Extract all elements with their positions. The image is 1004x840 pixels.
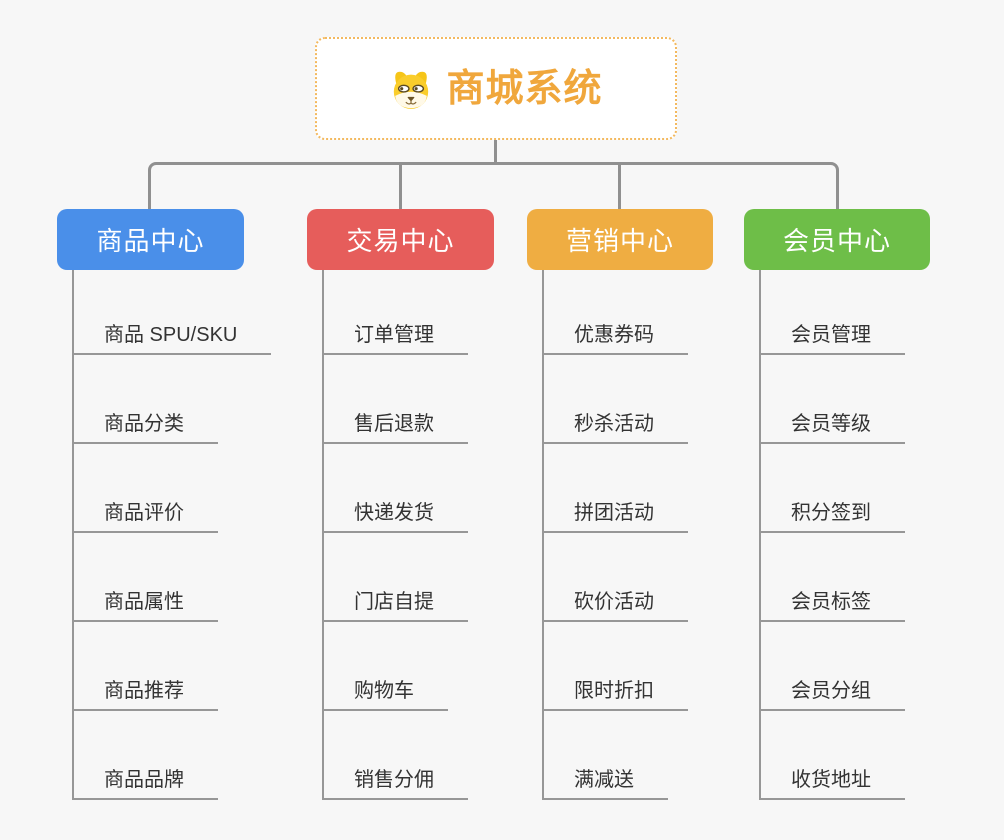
- root-node-label: 商城系统: [446, 67, 603, 110]
- leaf-item[interactable]: 会员标签: [759, 533, 905, 622]
- connector-root-stub: [494, 140, 497, 165]
- root-node[interactable]: 商城系统: [315, 37, 677, 140]
- connector-bracket: [148, 162, 839, 210]
- leaf-column-marketing: 优惠券码 秒杀活动 拼团活动 砍价活动 限时折扣 满减送: [542, 266, 688, 800]
- branch-node-label: 交易中心: [346, 226, 455, 256]
- leaf-column-trade: 订单管理 售后退款 快递发货 门店自提 购物车 销售分佣: [322, 266, 468, 800]
- branch-node-member[interactable]: 会员中心: [744, 209, 930, 270]
- leaf-column-member: 会员管理 会员等级 积分签到 会员标签 会员分组 收货地址: [759, 266, 905, 800]
- connector-trunk-marketing: [542, 270, 544, 800]
- leaf-item[interactable]: 收货地址: [759, 711, 905, 800]
- leaf-item[interactable]: 积分签到: [759, 444, 905, 533]
- leaf-column-product: 商品 SPU/SKU 商品分类 商品评价 商品属性 商品推荐 商品品牌: [72, 266, 272, 800]
- leaf-item[interactable]: 限时折扣: [542, 622, 688, 711]
- branch-node-product[interactable]: 商品中心: [57, 209, 244, 270]
- connector-drop-trade: [399, 165, 402, 210]
- dog-face-icon: [389, 67, 433, 111]
- leaf-item[interactable]: 会员等级: [759, 355, 905, 444]
- leaf-item[interactable]: 砍价活动: [542, 533, 688, 622]
- branch-node-label: 商品中心: [96, 226, 205, 256]
- leaf-item[interactable]: 商品 SPU/SKU: [72, 266, 272, 355]
- leaf-item[interactable]: 门店自提: [322, 533, 468, 622]
- connector-drop-marketing: [618, 165, 621, 210]
- leaf-item[interactable]: 拼团活动: [542, 444, 688, 533]
- leaf-item[interactable]: 快递发货: [322, 444, 468, 533]
- leaf-item[interactable]: 售后退款: [322, 355, 468, 444]
- leaf-item[interactable]: 优惠券码: [542, 266, 688, 355]
- branch-node-label: 营销中心: [565, 226, 674, 256]
- connector-trunk-trade: [322, 270, 324, 800]
- leaf-item[interactable]: 会员分组: [759, 622, 905, 711]
- leaf-item[interactable]: 订单管理: [322, 266, 468, 355]
- leaf-item[interactable]: 商品属性: [72, 533, 218, 622]
- leaf-item[interactable]: 秒杀活动: [542, 355, 688, 444]
- leaf-item[interactable]: 销售分佣: [322, 711, 468, 800]
- leaf-item[interactable]: 商品品牌: [72, 711, 218, 800]
- leaf-item[interactable]: 满减送: [542, 711, 668, 800]
- branch-node-trade[interactable]: 交易中心: [307, 209, 494, 270]
- connector-trunk-product: [72, 270, 74, 800]
- leaf-item[interactable]: 商品分类: [72, 355, 218, 444]
- leaf-item[interactable]: 商品推荐: [72, 622, 218, 711]
- connector-trunk-member: [759, 270, 761, 800]
- leaf-item[interactable]: 商品评价: [72, 444, 218, 533]
- leaf-item[interactable]: 会员管理: [759, 266, 905, 355]
- branch-node-label: 会员中心: [782, 226, 891, 256]
- leaf-item[interactable]: 购物车: [322, 622, 448, 711]
- branch-node-marketing[interactable]: 营销中心: [527, 209, 713, 270]
